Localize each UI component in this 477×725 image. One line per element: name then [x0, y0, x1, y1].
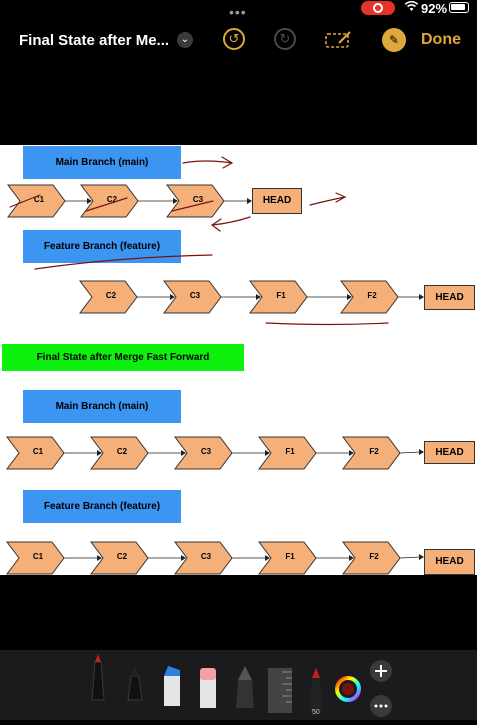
connector-arrowhead: [349, 555, 354, 561]
connector-arrowhead: [181, 450, 186, 456]
crayon-tool-icon[interactable]: [309, 668, 323, 710]
head-box-row2: HEAD: [424, 285, 475, 310]
connector-arrowhead: [256, 294, 261, 300]
commit-label: C3: [192, 195, 204, 204]
connector-arrowhead: [419, 554, 424, 560]
head-box-row1: HEAD: [252, 188, 302, 214]
markup-icon[interactable]: [325, 31, 353, 48]
commit-label: C2: [105, 291, 117, 300]
ink-arrow-back: [210, 216, 251, 232]
connector-arrowhead: [419, 294, 424, 300]
head-box-row3: HEAD: [424, 441, 475, 464]
more-icon[interactable]: [370, 695, 392, 717]
connector-arrowhead: [97, 450, 102, 456]
connector-arrowhead: [265, 555, 270, 561]
commit-node-row4-c2: C2: [90, 541, 154, 575]
commit-node-row4-c3: C3: [174, 541, 238, 575]
document-canvas[interactable]: Main Branch (main) Feature Branch (featu…: [0, 145, 477, 575]
connector-layer: [64, 198, 424, 561]
ink-c2-tick: [85, 197, 128, 212]
commit-node-row4-f2: F2: [342, 541, 406, 575]
commit-node-row3-c1: C1: [6, 436, 70, 470]
commit-label: C1: [33, 195, 45, 204]
commit-node-row1-c1: C1: [7, 184, 71, 218]
plus-icon[interactable]: [370, 660, 392, 682]
commit-label: F1: [285, 447, 295, 456]
connector-arrowhead: [349, 450, 354, 456]
commit-label: F2: [367, 291, 377, 300]
pen-circle-icon[interactable]: ✎: [382, 28, 406, 52]
connector-arrowhead: [247, 198, 252, 204]
battery-level: [451, 4, 465, 10]
connector-arrowhead: [347, 294, 352, 300]
commit-node-row2-f1: F1: [249, 280, 313, 314]
commit-label: F2: [369, 447, 379, 456]
pen-tool-icon[interactable]: [91, 654, 105, 701]
eraser-tool-icon[interactable]: [200, 668, 216, 708]
ink-c3-tick: [171, 200, 214, 212]
commit-label: C2: [116, 447, 128, 456]
ink-f-underline: [265, 322, 389, 326]
commit-node-row3-f1: F1: [258, 436, 322, 470]
commit-node-row2-f2: F2: [340, 280, 404, 314]
head-box-row4: HEAD: [424, 549, 475, 575]
connector-arrowhead: [173, 198, 178, 204]
commit-node-row3-c3: C3: [174, 436, 238, 470]
ink-arrow-top: [182, 156, 234, 169]
final-state-label: Final State after Merge Fast Forward: [2, 344, 244, 371]
commit-label: F2: [369, 552, 379, 561]
commit-node-row4-c1: C1: [6, 541, 70, 575]
connector-arrowhead: [97, 555, 102, 561]
battery-icon: [449, 2, 469, 13]
tool-tray: 50: [0, 650, 477, 720]
document-title[interactable]: Final State after Me...: [19, 32, 170, 49]
chevron-down-icon[interactable]: ⌄: [177, 32, 193, 48]
redo-icon[interactable]: ↻: [274, 28, 296, 50]
commit-label: C1: [32, 552, 44, 561]
commit-node-row1-c2: C2: [80, 184, 144, 218]
undo-icon[interactable]: ↺: [223, 28, 245, 50]
commit-node-row2-c3: C3: [163, 280, 227, 314]
multitasking-dots[interactable]: •••: [229, 4, 247, 20]
color-picker-icon[interactable]: [335, 676, 361, 702]
battery-percentage: 92%: [421, 1, 448, 16]
commit-label: C1: [32, 447, 44, 456]
done-button[interactable]: Done: [421, 31, 461, 48]
ruler-tool-icon[interactable]: [268, 668, 292, 713]
fineliner-tool-icon[interactable]: [127, 665, 143, 701]
commit-node-row3-c2: C2: [90, 436, 154, 470]
feature-branch-label-final: Feature Branch (feature): [23, 490, 181, 523]
connector-arrow: [399, 451, 422, 454]
ink-annotations: [9, 156, 389, 326]
commit-label: F1: [276, 291, 286, 300]
main-branch-label: Main Branch (main): [23, 146, 181, 179]
crayon-size-label: 50: [312, 709, 320, 716]
commit-label: F1: [285, 552, 295, 561]
screen-record-indicator: [361, 1, 395, 15]
commit-node-row3-f2: F2: [342, 436, 406, 470]
marker-tool-icon[interactable]: [164, 666, 180, 706]
connector-arrowhead: [419, 449, 424, 455]
ink-c1-tick: [9, 194, 41, 208]
connector-arrow: [399, 556, 422, 559]
wifi-icon: [404, 0, 419, 15]
main-branch-label-final: Main Branch (main): [23, 390, 181, 423]
connector-arrowhead: [265, 450, 270, 456]
commit-node-row2-c2: C2: [79, 280, 143, 314]
commit-label: C3: [189, 291, 201, 300]
connector-arrowhead: [170, 294, 175, 300]
ink-feature-underline: [34, 254, 213, 270]
commit-node-row4-f1: F1: [258, 541, 322, 575]
pencil-tool-icon[interactable]: [236, 666, 254, 708]
commit-label: C2: [106, 195, 118, 204]
connector-arrowhead: [181, 555, 186, 561]
commit-label: C3: [200, 552, 212, 561]
commit-label: C3: [200, 447, 212, 456]
ink-arrow-head-right: [309, 192, 347, 206]
connector-arrowhead: [87, 198, 92, 204]
commit-label: C2: [116, 552, 128, 561]
